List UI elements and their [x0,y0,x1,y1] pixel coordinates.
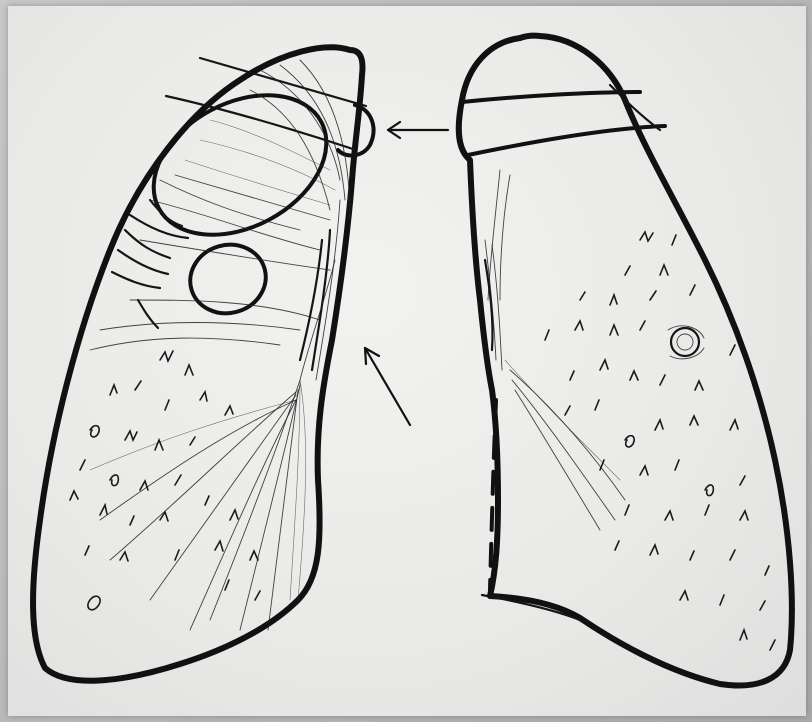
upper-lobe-cavity [130,67,351,263]
left-lung [459,36,792,686]
left-nodule [668,326,704,359]
mediastinal-streaks [300,200,340,380]
left-lung-outline [459,36,792,686]
arrow-mediastinum [365,348,410,425]
right-apex-band-upper [200,58,366,106]
fibrotic-fan-streaks [90,380,306,630]
arrow-apex [388,122,448,138]
right-lung [33,47,373,680]
left-fibrotic-streaks [485,170,625,530]
right-lower-nodules [70,351,260,610]
left-apex-band-upper [462,92,640,102]
